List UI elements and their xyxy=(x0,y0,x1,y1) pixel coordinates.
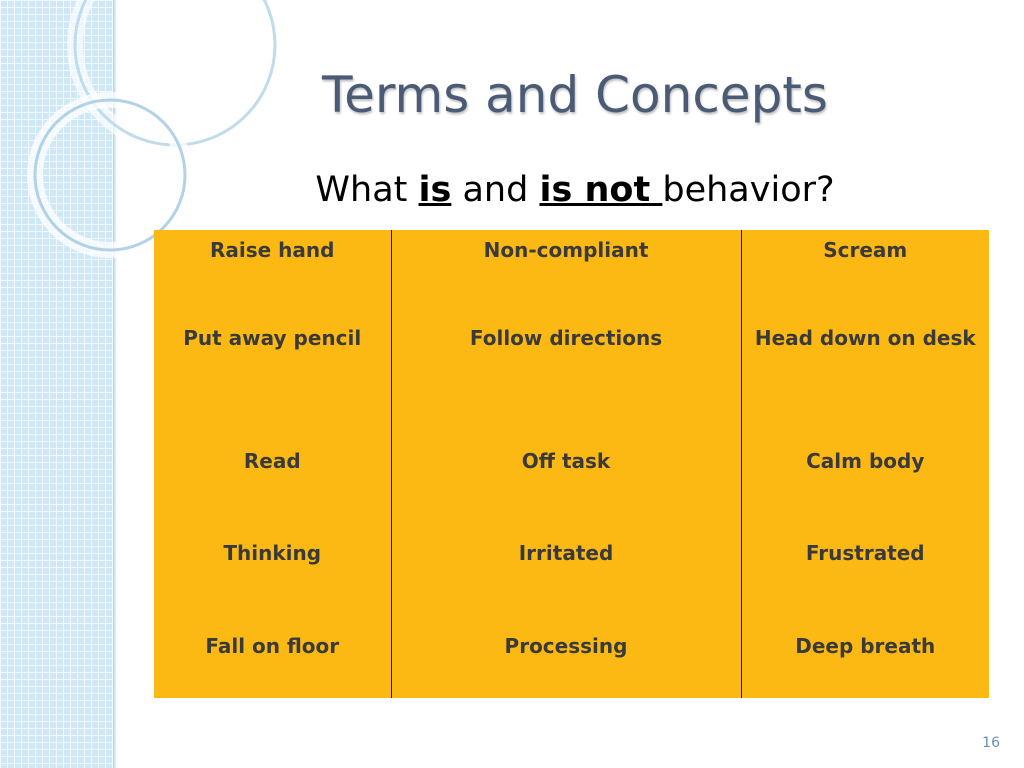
slide-title: Terms and Concepts xyxy=(322,66,828,124)
slide-subtitle: What is and is not behavior? xyxy=(150,170,1000,210)
table-cell: Deep breath xyxy=(795,634,936,658)
table-cell: Non-compliant xyxy=(391,230,742,322)
subtitle-text-3: behavior? xyxy=(662,170,835,210)
decorative-rings-graphic xyxy=(27,0,283,258)
behavior-table: Raise hand Non-compliant Scream Put away… xyxy=(154,230,989,698)
subtitle-text-1: What xyxy=(315,170,419,210)
table-cell: Frustrated xyxy=(805,541,925,565)
table-cell: Scream xyxy=(823,238,908,262)
subtitle-text-2: and xyxy=(451,170,540,210)
table-cell: Read xyxy=(154,445,392,537)
table-cell: Raise hand xyxy=(154,230,392,322)
table-row: Put away pencil Follow directions Head d… xyxy=(154,322,989,445)
table-cell: Irritated xyxy=(391,537,742,630)
table-cell: Follow directions xyxy=(391,322,742,445)
table-cell: Off task xyxy=(391,445,742,537)
table-cell: Calm body xyxy=(806,449,925,473)
sidebar-edge xyxy=(113,0,117,768)
table-row: Thinking Irritated Frustrated xyxy=(154,537,989,630)
table-row: Read Off task Calm body xyxy=(154,445,989,537)
table-row: Raise hand Non-compliant Scream xyxy=(154,230,989,322)
table-cell: Head down on desk xyxy=(754,326,976,350)
page-number: 16 xyxy=(982,735,1000,751)
subtitle-emphasis-is: is xyxy=(418,170,452,210)
table-row: Fall on floor Processing Deep breath xyxy=(154,630,989,698)
table-cell: Put away pencil xyxy=(154,322,392,445)
table-cell: Fall on floor xyxy=(154,630,392,698)
subtitle-emphasis-is-not: is not xyxy=(539,170,663,210)
table-cell: Processing xyxy=(391,630,742,698)
table-cell: Thinking xyxy=(154,537,392,630)
